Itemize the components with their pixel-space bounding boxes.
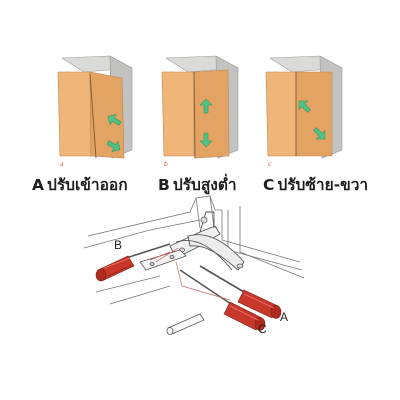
cabinet-b-illustration — [161, 55, 240, 159]
cabinet-b-right-door — [193, 69, 230, 159]
panel-b-small-label: b — [164, 161, 168, 168]
screwdriver-a — [199, 265, 282, 319]
cabinet-a-illustration — [57, 55, 134, 159]
screwdriver-c — [179, 269, 266, 331]
panel-c-small-label: c — [268, 161, 272, 168]
cabinet-c-left-door — [265, 71, 297, 157]
cabinet-c-illustration — [265, 55, 344, 159]
cabinet-a-left-door — [57, 71, 92, 157]
cabinet-b-left-door — [161, 71, 195, 157]
pointer-label-c: C — [258, 322, 267, 336]
screwdriver-b — [95, 243, 171, 282]
panel-a-small-label: a — [60, 161, 64, 168]
hinge-assembly — [83, 195, 305, 335]
guide-lines — [149, 247, 231, 301]
cabinet-a-right-door — [89, 71, 125, 159]
pointer-label-a: A — [280, 310, 288, 324]
pointer-label-b: B — [114, 238, 122, 252]
cabinet-c-right-door — [295, 71, 333, 157]
